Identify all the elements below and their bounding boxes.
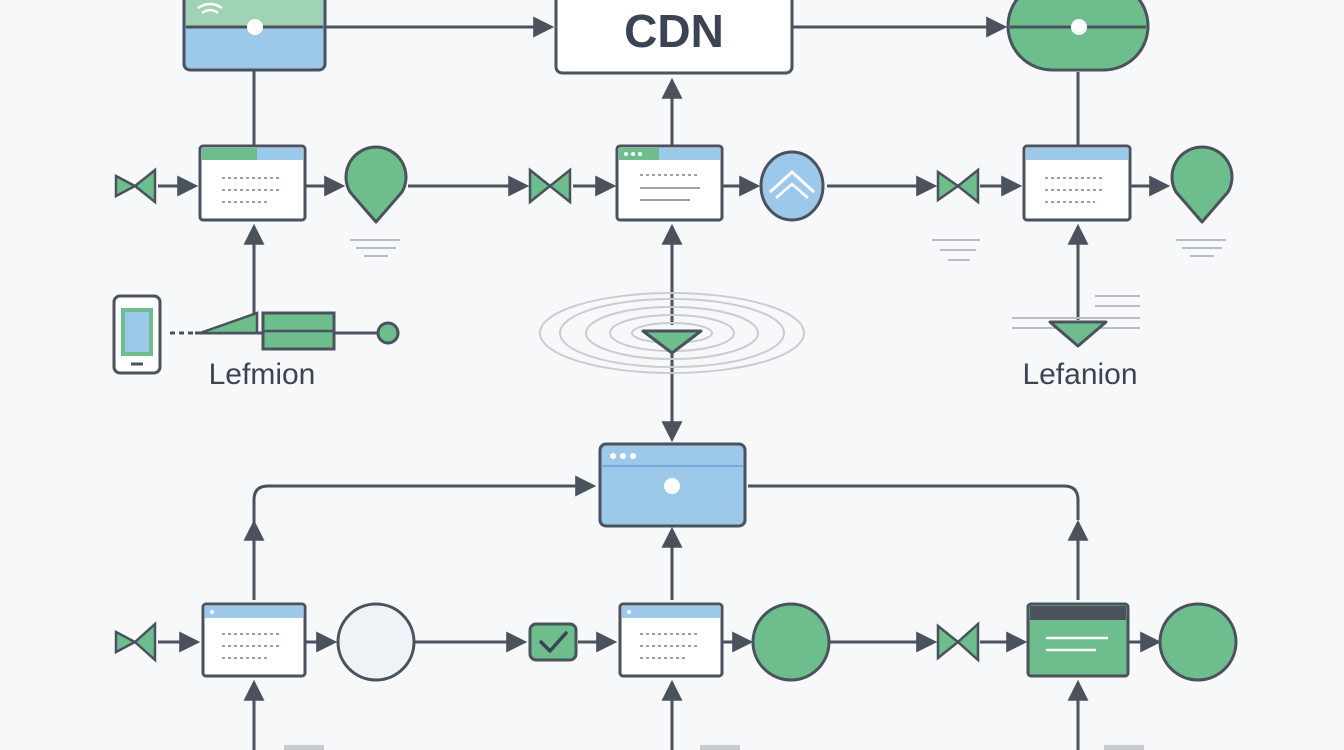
right-label: Lefanion	[1022, 358, 1137, 391]
green-node	[751, 602, 831, 682]
server-bar	[261, 311, 336, 351]
mobile-phone-icon	[112, 294, 162, 375]
decor-lines	[350, 239, 400, 257]
signal-triangle	[641, 329, 703, 355]
edge-right-loop	[748, 484, 1080, 520]
browser-window-icon	[1022, 144, 1132, 222]
central-window	[598, 442, 747, 528]
dark-window-icon	[1026, 602, 1130, 678]
wifi-icon	[197, 2, 223, 15]
decor-lines	[932, 239, 1226, 261]
browser-window-icon	[615, 144, 724, 222]
signal-waves-icon	[539, 292, 805, 374]
valve-icon	[114, 621, 157, 663]
green-node	[1158, 602, 1238, 682]
location-pin-icon	[344, 145, 408, 224]
mountain-badge-icon	[759, 150, 825, 222]
pin-triangle	[1048, 320, 1108, 348]
location-pin-icon	[1170, 145, 1234, 224]
valve-icon	[936, 167, 980, 205]
decor-lines	[284, 745, 1144, 750]
connectors	[158, 16, 1171, 750]
empty-node	[336, 602, 416, 682]
cdn-box: CDN	[554, 0, 794, 75]
top-left-window	[182, 0, 327, 72]
page-title: CDN	[624, 5, 724, 57]
valve-icon	[114, 167, 157, 205]
valve-icon	[936, 621, 980, 663]
browser-window-icon	[198, 144, 307, 222]
connector-wedge	[199, 311, 259, 335]
edge-left-loop	[252, 475, 597, 600]
endpoint-node	[376, 321, 400, 345]
left-label: Lefmion	[209, 358, 316, 391]
browser-window-icon	[201, 602, 307, 678]
browser-window-icon	[618, 602, 724, 678]
checkmark-icon	[528, 622, 578, 662]
top-right-capsule	[1006, 0, 1150, 72]
valve-icon	[528, 167, 572, 205]
